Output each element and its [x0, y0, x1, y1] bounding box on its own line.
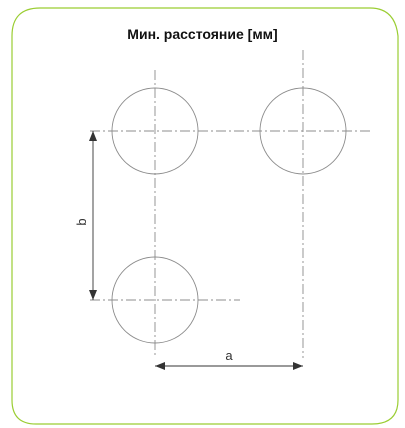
circle-top-left	[111, 87, 199, 175]
dimension-b-label: b	[74, 218, 89, 225]
dimension-a-arrow-right	[293, 362, 303, 370]
diagram-frame	[11, 7, 399, 425]
circle-top-right	[259, 87, 347, 175]
dimension-a-label: a	[225, 348, 233, 363]
dimension-b-arrow-bottom	[89, 290, 97, 300]
dimension-a-arrow-left	[155, 362, 165, 370]
circle-bottom-left	[111, 256, 199, 344]
dimension-b-arrow-top	[89, 131, 97, 141]
diagram-title: Мин. расстояние [мм]	[127, 26, 278, 42]
